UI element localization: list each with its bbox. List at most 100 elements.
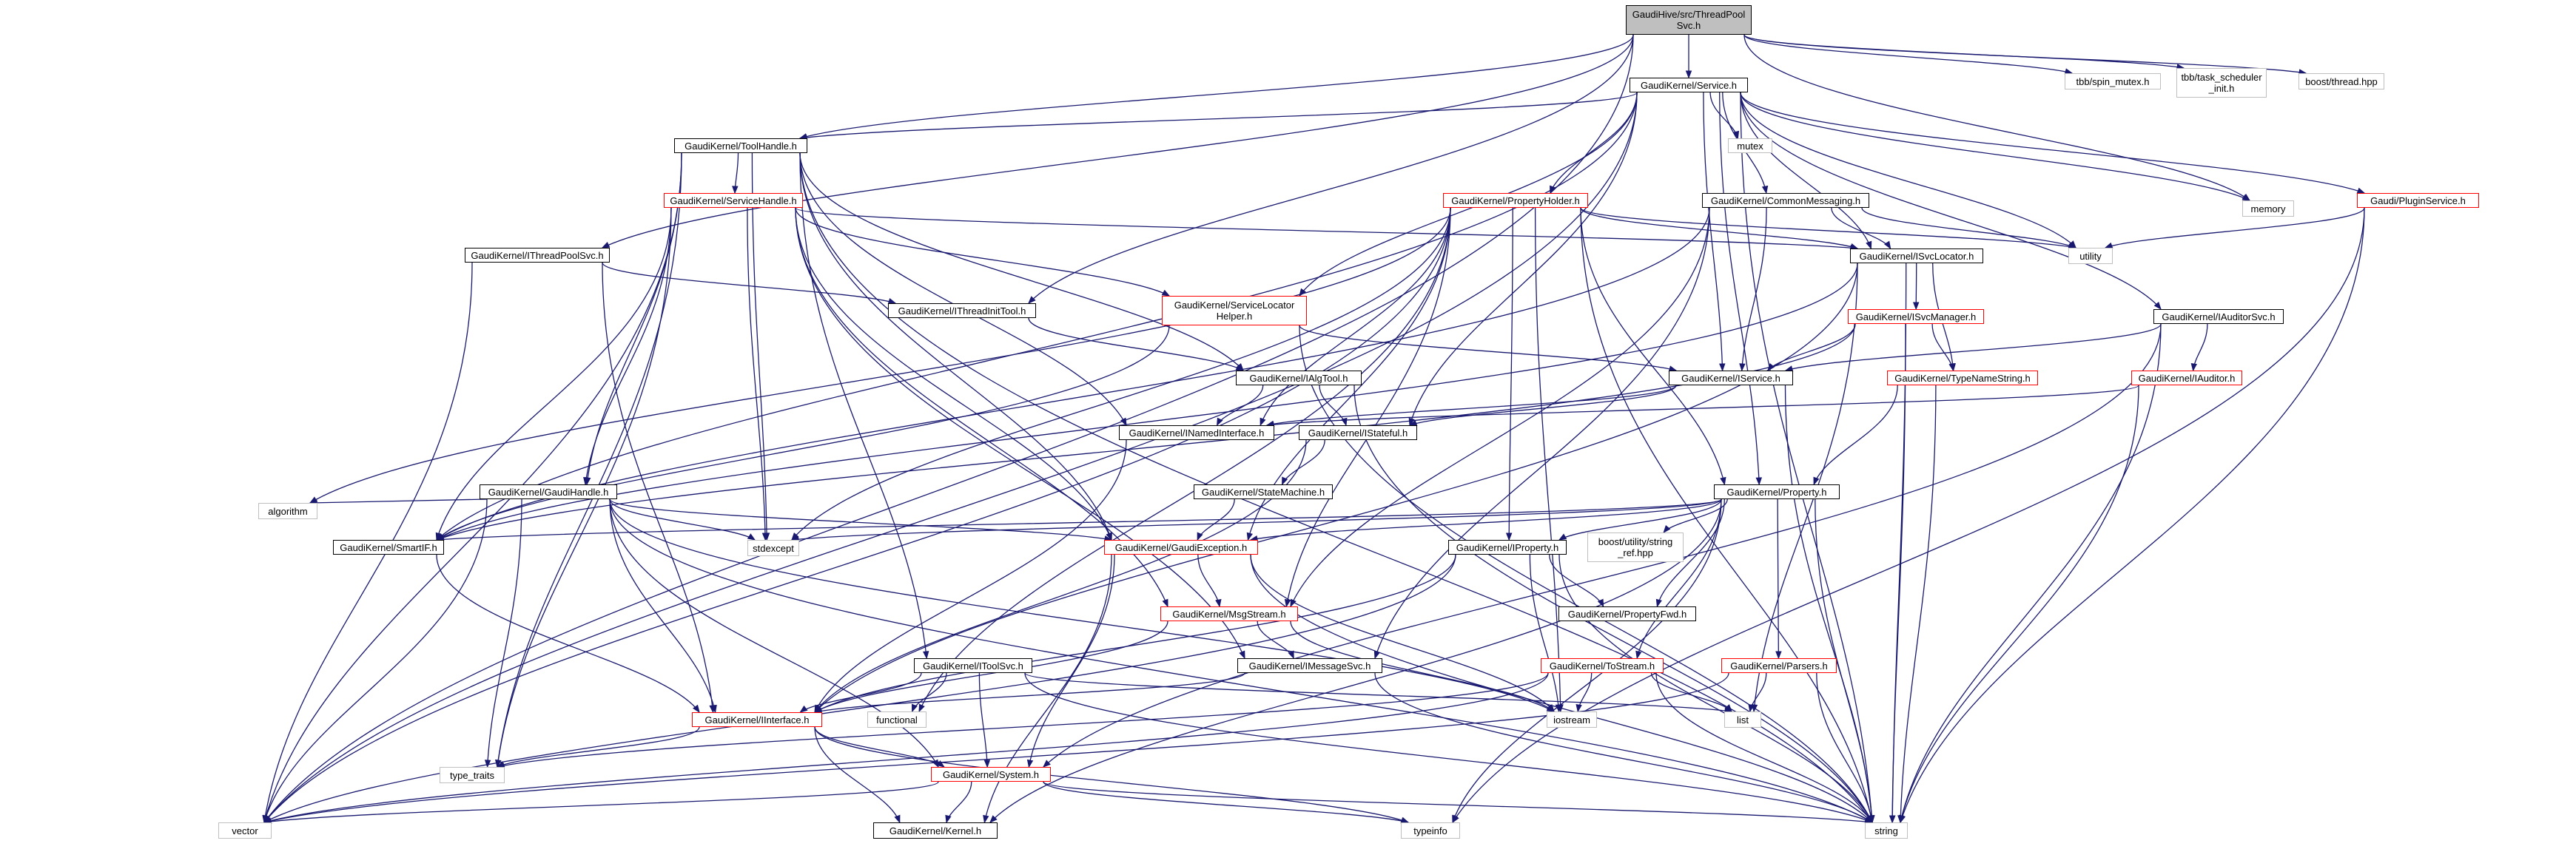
node-label: GaudiKernel/IAlgTool.h	[1249, 372, 1348, 384]
node-parsers[interactable]: GaudiKernel/Parsers.h	[1721, 658, 1837, 673]
node-label: GaudiKernel/ISvcLocator.h	[1859, 250, 1974, 262]
edge-service-to-mutex	[1709, 92, 1739, 139]
node-iauditor[interactable]: GaudiKernel/IAuditor.h	[2131, 371, 2242, 385]
node-inamedinterface[interactable]: GaudiKernel/INamedInterface.h	[1119, 425, 1274, 440]
node-imessagesvc[interactable]: GaudiKernel/IMessageSvc.h	[1237, 658, 1382, 673]
node-label: GaudiKernel/IThreadPoolSvc.h	[471, 249, 604, 261]
edge-arrowhead	[1720, 476, 1726, 486]
node-gaudiexception[interactable]: GaudiKernel/GaudiException.h	[1104, 540, 1258, 555]
edge-arrowhead	[918, 703, 925, 713]
node-propertyholder[interactable]: GaudiKernel/PropertyHolder.h	[1443, 193, 1588, 208]
node-servicehandle[interactable]: GaudiKernel/ServiceHandle.h	[664, 193, 803, 208]
node-label: mutex	[1737, 140, 1763, 152]
edge-inamedinterface-to-iinterface	[814, 439, 1127, 713]
node-label: GaudiKernel/IStateful.h	[1308, 427, 1408, 439]
node-itoolsvc[interactable]: GaudiKernel/IToolSvc.h	[914, 658, 1032, 673]
node-servicelocatorhelper[interactable]: GaudiKernel/ServiceLocator Helper.h	[1162, 296, 1307, 325]
edge-arrowhead	[1246, 532, 1253, 541]
node-threadpool[interactable]: GaudiHive/src/ThreadPool Svc.h	[1626, 5, 1752, 35]
node-vector: vector	[218, 822, 272, 839]
edge-arrowhead	[761, 532, 769, 541]
node-typeinfo: typeinfo	[1401, 822, 1460, 839]
edge-arrowhead	[1884, 240, 1891, 250]
edge-service-to-memory	[1740, 92, 2250, 201]
edge-property-to-string	[1815, 498, 1873, 823]
edge-iproperty-to-string	[1558, 554, 1873, 823]
node-ialgtool[interactable]: GaudiKernel/IAlgTool.h	[1236, 371, 1362, 385]
node-label: GaudiKernel/PropertyHolder.h	[1451, 195, 1580, 206]
node-iinterface[interactable]: GaudiKernel/IInterface.h	[692, 712, 822, 727]
edge-iinterface-to-system	[814, 726, 945, 768]
node-kernel[interactable]: GaudiKernel/Kernel.h	[873, 822, 998, 839]
edge-arrowhead	[1889, 815, 1896, 824]
edge-arrowhead	[936, 760, 945, 768]
node-statemachine[interactable]: GaudiKernel/StateMachine.h	[1194, 484, 1333, 499]
edge-arrowhead	[1755, 477, 1763, 486]
edge-propertyholder-to-iostream	[1534, 207, 1561, 712]
node-label: GaudiKernel/System.h	[942, 768, 1040, 780]
edge-arrowhead	[1575, 704, 1582, 713]
edge-iauditorsvc-to-iauditor	[2192, 323, 2208, 371]
node-boost-string-ref: boost/utility/string _ref.hpp	[1587, 532, 1684, 562]
edge-property-to-iproperty	[1558, 498, 1722, 541]
edge-pluginservice-to-string	[1900, 207, 2365, 823]
edge-commonmessaging-to-msgstream	[1290, 207, 1710, 607]
edge-arrowhead	[710, 704, 717, 714]
node-iauditorsvc[interactable]: GaudiKernel/IAuditorSvc.h	[2153, 309, 2284, 324]
node-gaudihandle[interactable]: GaudiKernel/GaudiHandle.h	[480, 484, 617, 499]
edge-system-to-string	[1043, 781, 1873, 823]
edge-iproperty-to-vector	[263, 554, 1456, 823]
node-isvcmanager[interactable]: GaudiKernel/ISvcManager.h	[1848, 309, 1984, 324]
edge-arrowhead	[1162, 598, 1168, 608]
node-label: GaudiKernel/Service.h	[1640, 79, 1738, 91]
edge-toolhandle-to-type_traits	[497, 152, 682, 768]
node-ithreadpoolsvc[interactable]: GaudiKernel/IThreadPoolSvc.h	[465, 248, 610, 263]
node-property[interactable]: GaudiKernel/Property.h	[1714, 484, 1840, 499]
edge-arrowhead	[1732, 130, 1740, 140]
node-isvclocator[interactable]: GaudiKernel/ISvcLocator.h	[1850, 248, 1983, 263]
node-propertyfwd[interactable]: GaudiKernel/PropertyFwd.h	[1558, 606, 1696, 621]
node-typenamestring[interactable]: GaudiKernel/TypeNameString.h	[1887, 371, 2038, 385]
edge-threadpool-to-tbb_spin	[1743, 34, 2073, 74]
node-pluginservice[interactable]: Gaudi/PluginService.h	[2357, 193, 2479, 208]
node-toolhandle[interactable]: GaudiKernel/ToolHandle.h	[674, 138, 807, 153]
edge-arrowhead	[1288, 650, 1294, 660]
node-service[interactable]: GaudiKernel/Service.h	[1630, 78, 1748, 92]
edge-arrowhead	[1724, 704, 1732, 713]
node-label: GaudiKernel/IProperty.h	[1456, 541, 1559, 553]
edge-service-to-iservice	[1703, 92, 1724, 371]
edge-servicehandle-to-imessagesvc	[795, 207, 1245, 659]
edge-arrowhead	[1663, 524, 1671, 534]
node-iproperty[interactable]: GaudiKernel/IProperty.h	[1448, 540, 1567, 555]
node-msgstream[interactable]: GaudiKernel/MsgStream.h	[1160, 606, 1298, 621]
edge-iservice-to-istateful	[1409, 385, 1677, 426]
edge-arrowhead	[1635, 650, 1642, 660]
edge-service-to-iauditorsvc	[1740, 92, 2162, 310]
node-system[interactable]: GaudiKernel/System.h	[931, 767, 1051, 782]
edge-arrowhead	[732, 186, 739, 195]
edge-property-to-kernel	[989, 498, 1722, 823]
node-commonmessaging[interactable]: GaudiKernel/CommonMessaging.h	[1702, 193, 1869, 208]
node-label: GaudiKernel/PropertyFwd.h	[1567, 608, 1687, 620]
edge-servicehandle-to-smartif	[436, 207, 672, 541]
edge-iinterface-to-kernel	[814, 726, 901, 823]
edge-gaudiexception-to-kernel	[983, 554, 1112, 823]
node-iservice[interactable]: GaudiKernel/IService.h	[1669, 371, 1793, 385]
node-smartif[interactable]: GaudiKernel/SmartIF.h	[333, 540, 444, 555]
edge-servicehandle-to-type_traits	[497, 207, 672, 768]
node-tostream[interactable]: GaudiKernel/ToStream.h	[1541, 658, 1664, 673]
node-ithreadinittool[interactable]: GaudiKernel/IThreadInitTool.h	[888, 303, 1036, 318]
node-label: functional	[876, 714, 918, 726]
edge-servicehandle-to-servicelocatorhelper	[795, 207, 1170, 297]
edge-arrowhead	[1655, 598, 1662, 608]
edge-threadpool-to-ithreadpoolsvc	[602, 34, 1634, 248]
edge-arrowhead	[1558, 533, 1567, 541]
node-label: GaudiKernel/IToolSvc.h	[923, 660, 1023, 672]
edge-system-to-typeinfo	[1043, 781, 1409, 823]
node-istateful[interactable]: GaudiKernel/IStateful.h	[1299, 425, 1417, 440]
edge-ithreadinittool-to-ialgtool	[1028, 317, 1244, 371]
edge-arrowhead	[484, 760, 491, 768]
edge-arrowhead	[601, 242, 611, 248]
